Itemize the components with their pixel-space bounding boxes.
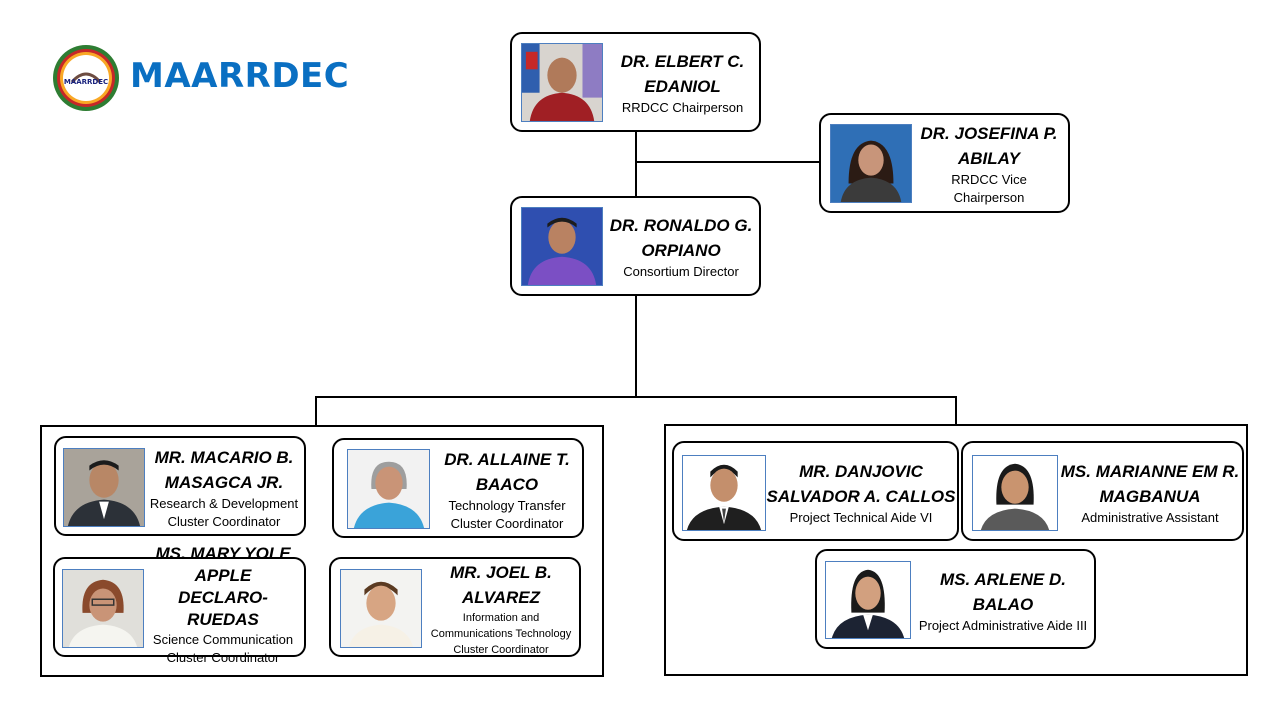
vice-chairperson-name: DR. JOSEFINA P. ABILAY bbox=[920, 124, 1058, 168]
rd-coordinator-role: Research & Development Cluster Coordinat… bbox=[149, 496, 299, 529]
svg-text:MAARRDEC: MAARRDEC bbox=[64, 78, 108, 86]
tt-coordinator-name: DR. ALLAINE T. BAACO bbox=[444, 450, 570, 494]
brand-name: MAARRDEC bbox=[130, 56, 350, 96]
admin-aide-card: MS. ARLENE D. BALAO Project Administrati… bbox=[815, 549, 1096, 649]
maarrdec-logo: MAARRDEC bbox=[52, 44, 120, 112]
director-photo bbox=[521, 207, 603, 286]
scicom-coordinator-card: MS. MARY YOLE APPLE DECLARO-RUEDAS Scien… bbox=[53, 544, 306, 665]
admin-aide-photo bbox=[825, 561, 911, 639]
scicom-coordinator-photo bbox=[62, 569, 144, 648]
admin-aide-role: Project Administrative Aide III bbox=[918, 618, 1088, 633]
scicom-coordinator-role: Science Communication Cluster Coordinato… bbox=[152, 632, 294, 665]
connector-right-group bbox=[955, 396, 957, 426]
director-role: Consortium Director bbox=[623, 264, 739, 279]
admin-assistant-photo bbox=[972, 455, 1058, 531]
rd-coordinator-card: MR. MACARIO B. MASAGCA JR. Research & De… bbox=[54, 436, 306, 536]
rd-coordinator-photo bbox=[63, 448, 145, 527]
chairperson-role: RRDCC Chairperson bbox=[621, 100, 744, 115]
ict-coordinator-photo bbox=[340, 569, 422, 648]
connector-director-down bbox=[635, 294, 637, 397]
admin-assistant-role: Administrative Assistant bbox=[1081, 510, 1219, 525]
admin-assistant-name: MS. MARIANNE EM R. MAGBANUA bbox=[1060, 462, 1240, 506]
ict-coordinator-card: MR. JOEL B. ALVAREZ Information and Comm… bbox=[329, 557, 581, 657]
tt-coordinator-role: Technology Transfer Cluster Coordinator bbox=[448, 498, 566, 531]
technical-aide-role: Project Technical Aide VI bbox=[789, 510, 933, 525]
vice-chairperson-photo bbox=[830, 124, 912, 203]
technical-aide-photo bbox=[682, 455, 766, 531]
rd-coordinator-name: MR. MACARIO B. MASAGCA JR. bbox=[154, 448, 294, 492]
admin-assistant-card: MS. MARIANNE EM R. MAGBANUA Administrati… bbox=[961, 441, 1244, 541]
connector-chair-director bbox=[635, 130, 637, 196]
ict-coordinator-role: Information and Communications Technolog… bbox=[430, 612, 572, 656]
chairperson-name: DR. ELBERT C. EDANIOL bbox=[620, 52, 745, 96]
ict-coordinator-name: MR. JOEL B. ALVAREZ bbox=[450, 563, 552, 607]
technical-aide-name: MR. DANJOVIC SALVADOR A. CALLOS bbox=[766, 462, 956, 506]
technical-aide-card: MR. DANJOVIC SALVADOR A. CALLOS Project … bbox=[672, 441, 959, 541]
vice-chairperson-role: RRDCC Vice Chairperson bbox=[951, 172, 1027, 205]
scicom-coordinator-name: MS. MARY YOLE APPLE DECLARO-RUEDAS bbox=[155, 544, 291, 629]
admin-aide-name: MS. ARLENE D. BALAO bbox=[940, 570, 1066, 614]
director-name: DR. RONALDO G. ORPIANO bbox=[609, 216, 753, 260]
connector-left-group bbox=[315, 396, 317, 426]
chairperson-card: DR. ELBERT C. EDANIOL RRDCC Chairperson bbox=[510, 32, 761, 132]
vice-chairperson-card: DR. JOSEFINA P. ABILAY RRDCC Vice Chairp… bbox=[819, 113, 1070, 213]
connector-branch bbox=[315, 396, 957, 398]
connector-vice bbox=[635, 161, 820, 163]
tt-coordinator-card: DR. ALLAINE T. BAACO Technology Transfer… bbox=[332, 438, 584, 538]
director-card: DR. RONALDO G. ORPIANO Consortium Direct… bbox=[510, 196, 761, 296]
tt-coordinator-photo bbox=[347, 449, 430, 529]
chairperson-photo bbox=[521, 43, 603, 122]
